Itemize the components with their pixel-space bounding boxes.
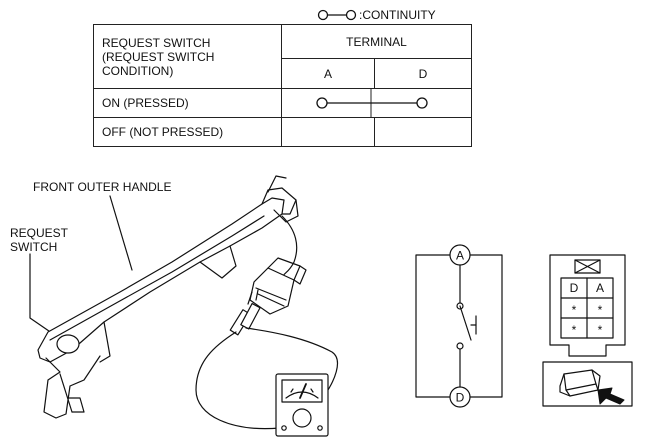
condition-on: ON (PRESSED) [93,88,282,118]
connector-pin: A [596,281,604,295]
row-header-cell: REQUEST SWITCH (REQUEST SWITCH CONDITION… [93,24,282,89]
test-probes-icon [229,289,261,336]
continuity-off-a [281,117,375,147]
view-arrow-icon [597,387,625,405]
legend-text: :CONTINUITY [359,8,436,22]
continuity-symbol-icon [317,9,357,21]
connector-pin: * [598,303,603,317]
continuity-on-cell [281,88,472,118]
connector-pin: D [570,281,579,295]
multimeter-icon [275,373,329,437]
terminal-header: TERMINAL [281,24,472,59]
terminal-d-text: D [456,391,465,405]
handle-leader-line [109,195,133,271]
connector-pin: * [572,303,577,317]
row-header-line-3: CONDITION) [102,63,174,78]
request-switch-button-icon [56,334,80,354]
terminal-a-text: A [456,249,464,263]
circuit-schematic [415,244,503,408]
continuity-off-d [374,117,472,147]
continuity-on-symbol [316,89,428,117]
continuity-table: REQUEST SWITCH (REQUEST SWITCH CONDITION… [93,24,472,147]
terminal-a-circle [449,244,471,266]
harness-cable [281,215,298,279]
condition-off: OFF (NOT PRESSED) [93,117,282,147]
terminal-d-circle [449,386,471,408]
request-switch-label-line2: SWITCH [10,240,58,254]
row-header-line-1: REQUEST SWITCH [102,35,211,50]
connector-pin: * [572,323,577,337]
continuity-legend: :CONTINUITY [317,6,436,24]
connector-pin: * [598,323,603,337]
connector-face-icon [549,254,626,357]
front-outer-handle-label: FRONT OUTER HANDLE [33,180,172,194]
front-outer-handle [37,175,299,419]
connector-view-box [542,361,633,407]
row-header-line-2: (REQUEST SWITCH [102,49,215,64]
probe-lead-1 [195,331,281,430]
probe-lead-2 [245,327,338,397]
request-switch-label-line1: REQUEST [10,226,69,240]
harness-connector-icon [249,257,307,315]
